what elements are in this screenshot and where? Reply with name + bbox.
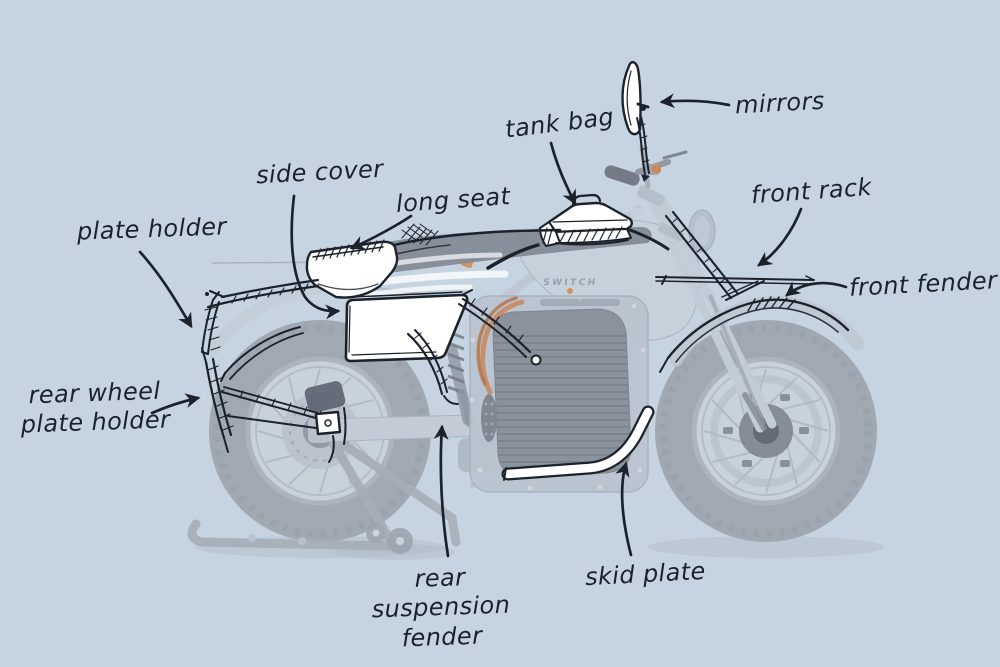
arrow-side-cover: [290, 194, 341, 320]
label-mirrors: mirrors: [734, 86, 826, 120]
arrow-mirrors: [659, 93, 731, 109]
arrow-rear-suspension-fender: [433, 424, 450, 558]
plate-holder-sketch: [201, 239, 399, 355]
front-wheel: [655, 320, 877, 542]
ghost-motorcycle: [187, 145, 884, 560]
rear-shock: [446, 330, 474, 428]
annotation-arrows: [138, 93, 848, 558]
arrow-front-rack: [756, 207, 803, 267]
side-cover-sketch: [344, 289, 542, 366]
arrow-front-fender: [785, 281, 848, 297]
label-rear-wheel-plate-holder-line2: plate holder: [20, 405, 171, 439]
arrow-tank-bag: [549, 141, 577, 206]
mirror-sketch: [621, 61, 650, 182]
ghost-front-fender: [669, 295, 865, 367]
arrow-rear-wheel-plate-holder: [150, 393, 201, 415]
skid-plate-sketch: [501, 405, 655, 481]
label-rear-suspension-fender: rear suspension fender: [354, 561, 529, 655]
label-rear-wheel-plate-holder: rear wheel plate holder: [19, 376, 171, 440]
label-plate-holder: plate holder: [76, 212, 228, 246]
front-fender-sketch: [659, 296, 850, 373]
arrow-plate-holder: [138, 250, 193, 329]
label-rear-suspension-fender-line2: fender: [401, 621, 483, 652]
rear-fender-sketch: [220, 326, 304, 382]
arrow-long-seat: [349, 214, 413, 250]
rear-wheel-plate-holder-sketch: [201, 347, 347, 463]
brand-logo: SWITCH: [542, 278, 599, 288]
label-rear-suspension-fender-line1: rear suspension: [371, 563, 511, 624]
arrow-skid-plate: [615, 461, 633, 557]
rear-suspension-fender-sketch: [406, 329, 459, 405]
paddock-stand: [187, 429, 461, 554]
tank-bag-sketch: [486, 193, 670, 270]
